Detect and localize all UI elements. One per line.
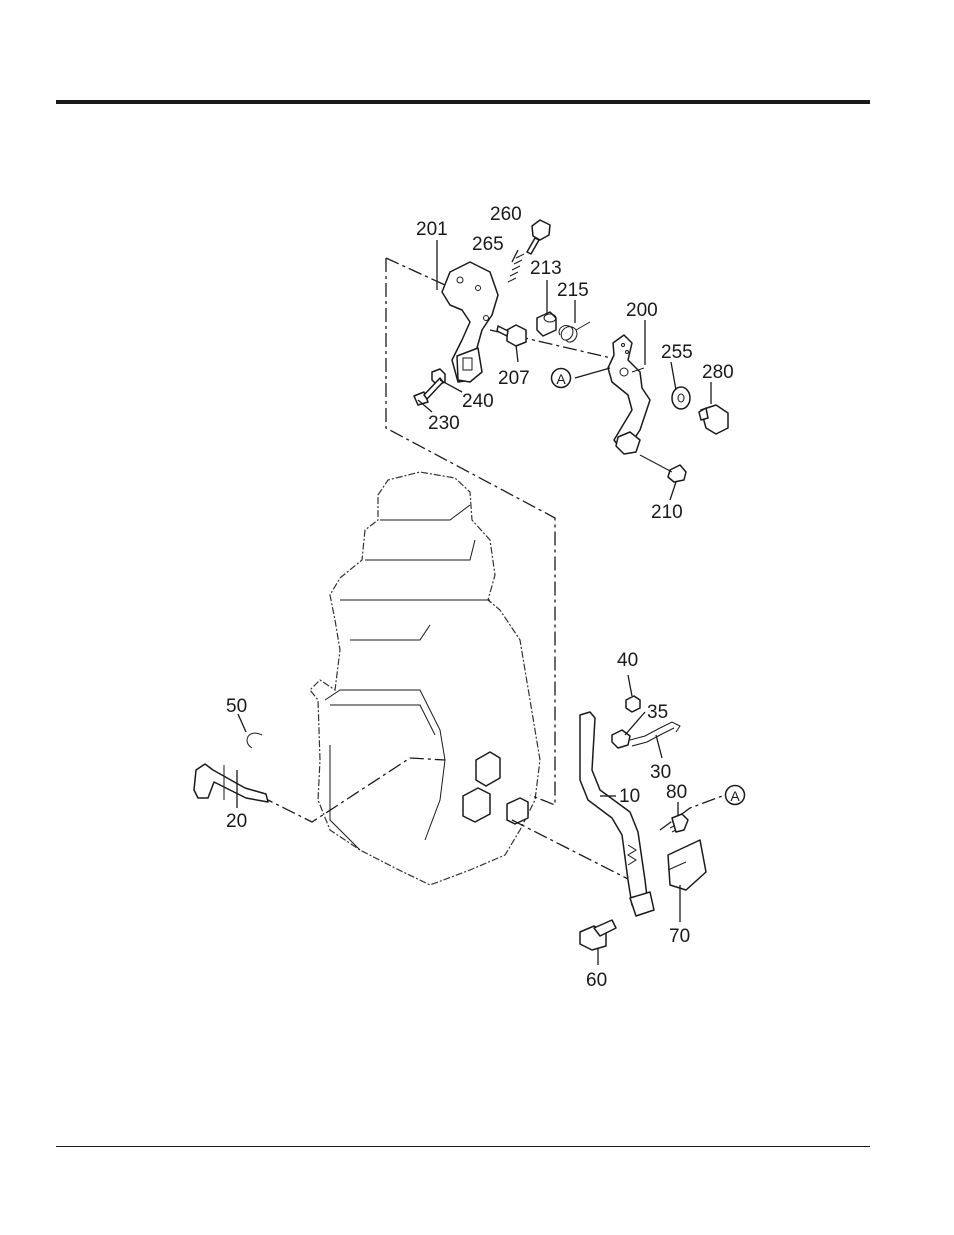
part-260-bolt [527,220,550,254]
callout-80: 80 [666,782,687,803]
callout-10: 10 [619,786,640,807]
callout-207: 207 [498,368,530,389]
callout-255: 255 [661,342,693,363]
reference-marker-label: A [556,371,566,387]
part-255-washer [672,387,690,409]
part-215-spring [559,322,590,342]
callout-260: 260 [490,204,522,225]
part-30-link-rod [630,722,680,746]
callout-60: 60 [586,970,607,991]
part-20-shaft [194,764,268,802]
callout-265: 265 [472,234,504,255]
callout-230: 230 [428,413,460,434]
callout-20: 20 [226,811,247,832]
part-200-lever [608,335,650,454]
reference-marker-label: A [730,788,740,804]
part-213-collar [537,312,556,336]
reference-marker-a-lower: A [726,786,745,805]
callout-213: 213 [530,258,562,279]
callout-35: 35 [647,702,668,723]
part-201-bracket [442,262,498,382]
part-265-spring [508,254,524,282]
callout-210: 210 [651,502,683,523]
part-210-screw [640,455,686,482]
engine-block [310,472,540,885]
part-50-clip [247,733,262,748]
part-70-plate [668,840,706,890]
part-280-bolt [699,405,728,434]
callout-30: 30 [650,762,671,783]
callout-40: 40 [617,650,638,671]
callout-240: 240 [462,391,494,412]
callout-201: 201 [416,219,448,240]
reference-marker-a-upper: A [552,369,571,388]
part-40-nut [626,696,640,712]
part-207-bolt [497,325,526,346]
callout-50: 50 [226,696,247,717]
callout-70: 70 [669,926,690,947]
callout-280: 280 [702,362,734,383]
part-60-bolt [580,920,616,950]
part-80-spring [670,814,688,832]
callout-215: 215 [557,280,589,301]
callout-200: 200 [626,300,658,321]
